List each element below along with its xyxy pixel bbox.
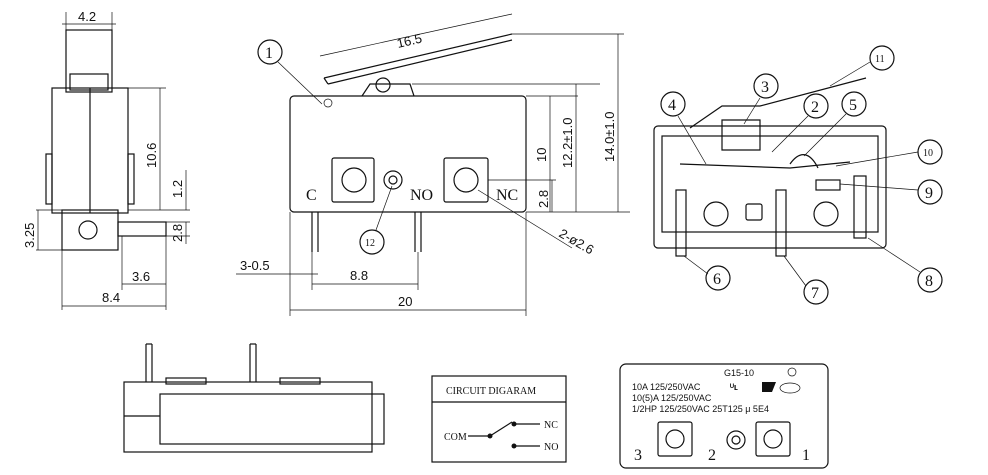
bottom-side-view bbox=[123, 343, 385, 453]
circuit-diagram: CIRCUIT DIGARAM COM NC NO bbox=[431, 375, 567, 463]
rating-line-3: 1/2HP 125/250VAC 25T125 μ 5E4 bbox=[632, 404, 769, 414]
internal-view: 4 3 2 5 11 10 9 6 7 8 bbox=[653, 45, 943, 305]
internal-callout-11: 11 bbox=[875, 54, 885, 65]
terminal-1: 1 bbox=[802, 447, 810, 464]
dim-12-2: 12.2±1.0 bbox=[560, 117, 575, 168]
circuit-title: CIRCUIT DIGARAM bbox=[446, 386, 536, 397]
dim-16-5: 16.5 bbox=[395, 31, 423, 51]
internal-callout-9: 9 bbox=[925, 185, 933, 202]
front-view: C NO NC 1 12 16.5 10 12.2±1.0 14.0±1.0 2… bbox=[236, 13, 630, 316]
dim-pin-width: 3-0.5 bbox=[240, 258, 270, 273]
dim-2-8: 2.8 bbox=[170, 224, 185, 242]
pin-label-no: NO bbox=[410, 187, 433, 204]
pin-label-c: C bbox=[306, 187, 317, 204]
rating-line-1: 10A 125/250VAC bbox=[632, 382, 701, 392]
circuit-com: COM bbox=[444, 432, 467, 443]
side-view: 4.2 10.6 1.2 2.8 3.25 3.6 8.4 bbox=[22, 9, 190, 310]
internal-callout-3: 3 bbox=[761, 79, 769, 96]
dim-2-8-front: 2.8 bbox=[536, 190, 551, 208]
internal-callout-4: 4 bbox=[668, 97, 676, 114]
dim-holes: 2-ø2.6 bbox=[557, 226, 597, 258]
circuit-no: NO bbox=[544, 442, 558, 453]
callout-12: 12 bbox=[365, 238, 375, 249]
dim-20: 20 bbox=[398, 294, 412, 309]
dim-4-2: 4.2 bbox=[78, 9, 96, 24]
internal-callout-5: 5 bbox=[849, 97, 857, 114]
dim-3-25: 3.25 bbox=[22, 223, 37, 248]
dim-8-4: 8.4 bbox=[102, 290, 120, 305]
pin-label-nc: NC bbox=[496, 187, 518, 204]
terminal-2: 2 bbox=[708, 447, 716, 464]
dim-14-0: 14.0±1.0 bbox=[602, 111, 617, 162]
internal-callout-10: 10 bbox=[923, 148, 933, 159]
internal-callout-2: 2 bbox=[811, 99, 819, 116]
callout-1: 1 bbox=[265, 45, 273, 62]
dim-10: 10 bbox=[534, 148, 549, 162]
circuit-nc: NC bbox=[544, 420, 558, 431]
rating-line-2: 10(5)A 125/250VAC bbox=[632, 393, 712, 403]
label-panel: G15-10 10A 125/250VAC 10(5)A 125/250VAC … bbox=[619, 363, 829, 469]
internal-callout-6: 6 bbox=[713, 271, 721, 288]
terminal-3: 3 bbox=[634, 447, 642, 464]
internal-callout-7: 7 bbox=[811, 285, 819, 302]
dim-10-6: 10.6 bbox=[144, 143, 159, 168]
dim-3-6: 3.6 bbox=[132, 269, 150, 284]
model-number: G15-10 bbox=[724, 368, 754, 378]
svg-text:ᵁʟ: ᵁʟ bbox=[730, 382, 738, 392]
dim-1-2: 1.2 bbox=[170, 180, 185, 198]
internal-callout-8: 8 bbox=[925, 273, 933, 290]
dim-8-8: 8.8 bbox=[350, 268, 368, 283]
certification-marks-icon: ᵁʟ bbox=[730, 382, 801, 394]
